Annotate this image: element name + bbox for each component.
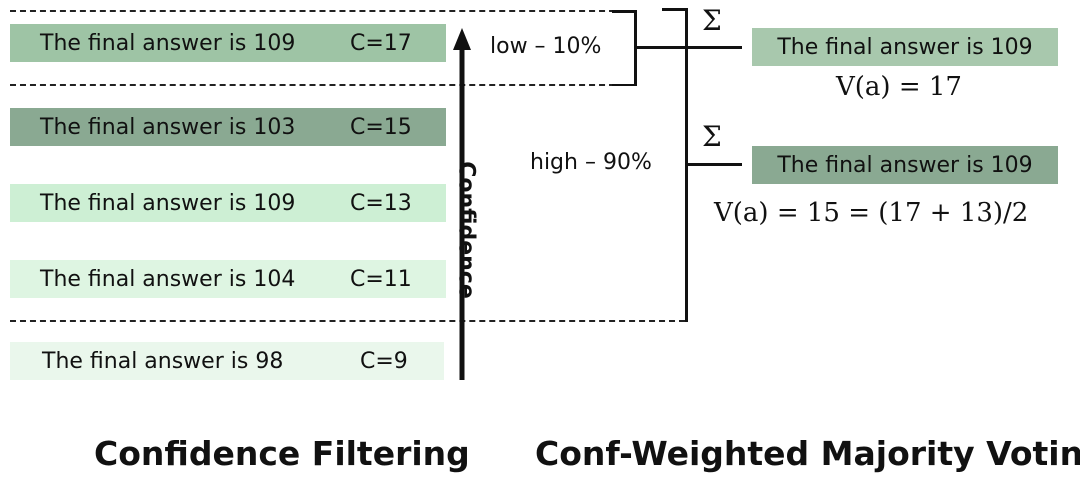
confidence-value: C=11 xyxy=(350,266,412,292)
high-result-box: The final answer is 109 xyxy=(752,146,1058,184)
low-threshold-label: low – 10% xyxy=(490,34,602,59)
high-result-answer: The final answer is 109 xyxy=(777,152,1033,178)
answer-box-5: The final answer is 98 C=9 xyxy=(10,342,444,380)
sum-icon-low: Σ xyxy=(702,4,722,37)
answer-text: The final answer is 109 xyxy=(40,30,296,56)
sum-icon-high: Σ xyxy=(702,120,722,153)
answer-text: The final answer is 104 xyxy=(40,266,296,292)
dashed-separator-high-boundary xyxy=(10,320,685,322)
low-vote-formula: V(a) = 17 xyxy=(836,72,962,102)
confidence-axis-label: Confidence xyxy=(453,161,479,299)
answer-text: The final answer is 109 xyxy=(40,190,296,216)
high-connector xyxy=(686,163,742,166)
confidence-arrow xyxy=(453,28,471,380)
confidence-value: C=17 xyxy=(350,30,412,56)
answer-box-1: The final answer is 109 C=17 xyxy=(10,24,446,62)
high-vote-formula: V(a) = 15 = (17 + 13)/2 xyxy=(714,198,1029,228)
answer-box-3: The final answer is 109 C=13 xyxy=(10,184,446,222)
confidence-value: C=13 xyxy=(350,190,412,216)
weighted-voting-title: Conf-Weighted Majority Voting xyxy=(535,434,1080,473)
dashed-separator-low-boundary xyxy=(10,84,635,86)
low-bracket-top xyxy=(612,10,637,13)
answer-box-4: The final answer is 104 C=11 xyxy=(10,260,446,298)
low-result-answer: The final answer is 109 xyxy=(777,34,1033,60)
high-threshold-label: high – 90% xyxy=(530,150,652,175)
low-bracket-bottom xyxy=(612,84,637,86)
answer-box-2: The final answer is 103 C=15 xyxy=(10,108,446,146)
confidence-filtering-title: Confidence Filtering xyxy=(94,434,470,473)
low-bracket-vertical xyxy=(634,10,637,86)
low-result-box: The final answer is 109 xyxy=(752,28,1058,66)
confidence-value: C=9 xyxy=(360,348,408,374)
answer-text: The final answer is 98 xyxy=(42,348,284,374)
high-bracket-top xyxy=(662,8,688,11)
confidence-value: C=15 xyxy=(350,114,412,140)
answer-text: The final answer is 103 xyxy=(40,114,296,140)
low-connector xyxy=(636,46,742,49)
dashed-separator-top xyxy=(10,10,635,12)
